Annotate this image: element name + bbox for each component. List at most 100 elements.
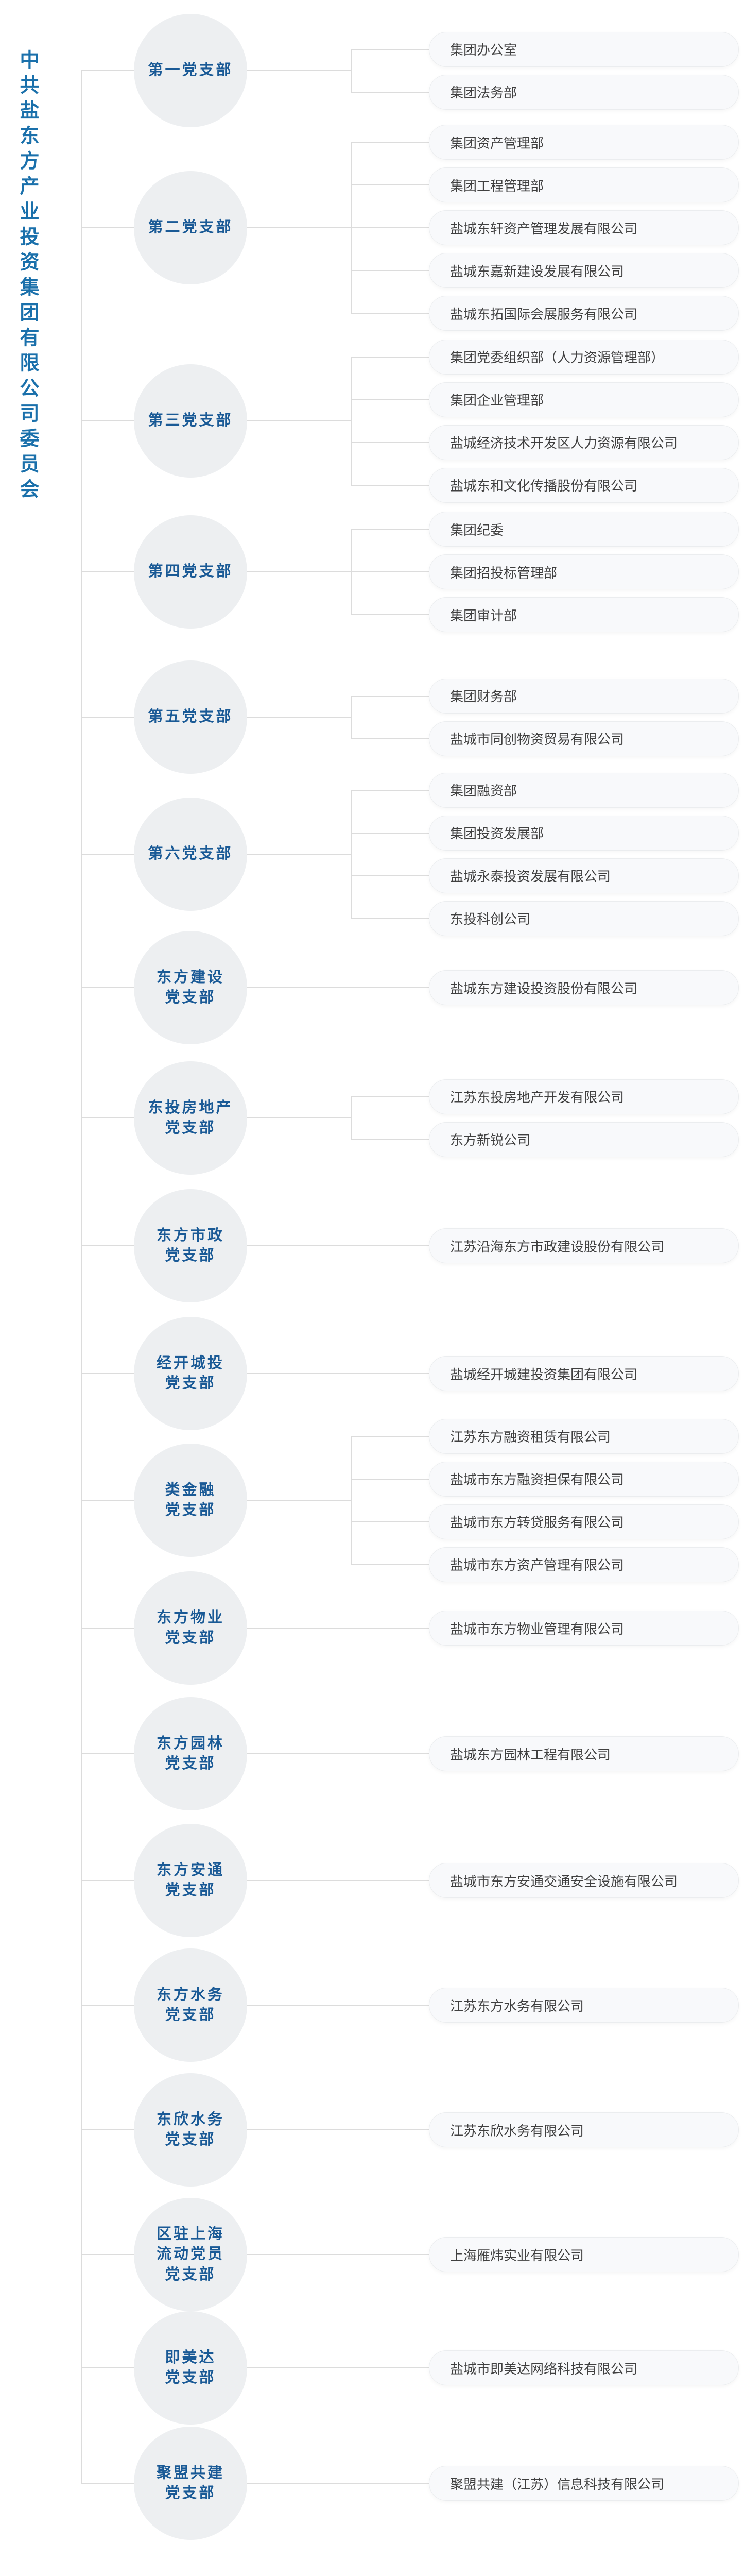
party-branch-node: 经开城投党支部 <box>134 1317 247 1430</box>
party-branch-node: 第二党支部 <box>134 171 247 284</box>
connector-stub-line <box>351 1139 430 1140</box>
connector-line <box>81 1753 430 1754</box>
unit-card: 盐城市东方物业管理有限公司 <box>429 1611 739 1646</box>
party-branch-label-line: 第四党支部 <box>148 563 233 580</box>
unit-card: 聚盟共建（江苏）信息科技有限公司 <box>429 2466 739 2501</box>
unit-card: 集团党委组织部（人力资源管理部） <box>429 339 739 375</box>
connector-stub-line <box>351 1096 430 1097</box>
unit-card: 盐城市东方安通交通安全设施有限公司 <box>429 1863 739 1898</box>
party-branch-label-line: 流动党员 <box>156 2246 224 2263</box>
party-branch-label-line: 东方安通 <box>156 1861 224 1878</box>
unit-card: 集团财务部 <box>429 678 739 714</box>
party-branch-label-line: 东方建设 <box>156 969 224 986</box>
party-branch-node: 东方建设党支部 <box>134 931 247 1044</box>
party-branch-label-line: 东方物业 <box>156 1609 224 1626</box>
unit-card: 江苏沿海东方市政建设股份有限公司 <box>429 1228 739 1263</box>
party-branch-label: 第五党支部 <box>148 707 233 727</box>
unit-card: 集团纪委 <box>429 512 739 547</box>
connector-stub-line <box>351 875 430 876</box>
unit-card: 盐城东嘉新建设发展有限公司 <box>429 253 739 288</box>
trunk-line <box>81 70 82 2484</box>
party-branch-node: 第一党支部 <box>134 14 247 127</box>
connector-stub-line <box>351 789 430 791</box>
party-branch-label-line: 党支部 <box>165 1375 216 1392</box>
unit-card: 集团审计部 <box>429 597 739 632</box>
connector-line <box>81 2129 430 2130</box>
party-branch-label-line: 党支部 <box>165 989 216 1006</box>
connector-stub-line <box>351 270 430 271</box>
party-branch-node: 第四党支部 <box>134 515 247 629</box>
party-branch-node: 东方物业党支部 <box>134 1571 247 1685</box>
connector-line <box>81 2254 430 2255</box>
connector-stub-line <box>351 356 430 358</box>
party-branch-label-line: 第一党支部 <box>148 62 233 79</box>
connector-stub-line <box>351 48 430 50</box>
party-branch-label: 第一党支部 <box>148 60 233 80</box>
connector-stub-line <box>351 484 430 486</box>
party-branch-node: 类金融党支部 <box>134 1444 247 1557</box>
connector-bracket-line <box>351 789 352 919</box>
party-branch-label: 东方市政党支部 <box>157 1226 224 1266</box>
party-branch-node: 东投房地产党支部 <box>134 1061 247 1175</box>
unit-card: 集团资产管理部 <box>429 125 739 160</box>
unit-card: 盐城东方园林工程有限公司 <box>429 1736 739 1771</box>
unit-card: 集团法务部 <box>429 74 739 110</box>
party-branch-label: 第六党支部 <box>148 844 233 864</box>
party-branch-label-line: 东投房地产 <box>148 1099 233 1116</box>
unit-card: 江苏东欣水务有限公司 <box>429 2112 739 2147</box>
party-branch-label: 东欣水务党支部 <box>157 2110 224 2150</box>
unit-card: 盐城东拓国际会展服务有限公司 <box>429 296 739 331</box>
org-title: 中共盐东方产业投资集团有限公司委员会 <box>16 49 38 504</box>
party-branch-node: 东欣水务党支部 <box>134 2073 247 2187</box>
unit-card: 盐城经开城建投资集团有限公司 <box>429 1356 739 1391</box>
connector-stub-line <box>351 184 430 185</box>
party-branch-label: 东方物业党支部 <box>157 1608 224 1648</box>
party-branch-label: 经开城投党支部 <box>157 1353 224 1394</box>
unit-card: 盐城东轩资产管理发展有限公司 <box>429 210 739 245</box>
unit-card: 东方新锐公司 <box>429 1122 739 1157</box>
party-branch-label-line: 党支部 <box>165 1247 216 1264</box>
connector-bracket-line <box>351 48 352 93</box>
connector-line <box>81 1628 430 1629</box>
connector-stub-line <box>351 738 430 739</box>
party-branch-label-line: 第五党支部 <box>148 708 233 725</box>
connector-stub-line <box>351 1478 430 1480</box>
unit-card: 集团工程管理部 <box>429 167 739 202</box>
unit-card: 江苏东方水务有限公司 <box>429 1988 739 2023</box>
party-branch-label-line: 党支部 <box>165 2007 216 2023</box>
connector-bracket-line <box>351 1096 352 1140</box>
party-branch-node: 即美达党支部 <box>134 2311 247 2425</box>
connector-bracket-line <box>351 1435 352 1565</box>
unit-card: 江苏东投房地产开发有限公司 <box>429 1079 739 1114</box>
connector-stub-line <box>351 313 430 314</box>
unit-card: 东投科创公司 <box>429 901 739 936</box>
party-branch-label: 东方水务党支部 <box>157 1985 224 2025</box>
party-branch-label-line: 党支部 <box>165 2485 216 2501</box>
connector-stub-line <box>351 1564 430 1565</box>
connector-stub-line <box>351 442 430 443</box>
party-branch-label-line: 党支部 <box>165 1755 216 1772</box>
unit-card: 集团招投标管理部 <box>429 554 739 589</box>
connector-bracket-line <box>351 695 352 739</box>
party-branch-label-line: 聚盟共建 <box>156 2464 224 2481</box>
connector-stub-line <box>351 614 430 615</box>
unit-card: 盐城经济技术开发区人力资源有限公司 <box>429 425 739 460</box>
party-branch-label-line: 党支部 <box>165 2369 216 2386</box>
unit-card: 盐城市同创物资贸易有限公司 <box>429 721 739 756</box>
party-branch-label-line: 党支部 <box>165 2266 216 2283</box>
party-branch-node: 第六党支部 <box>134 798 247 911</box>
party-branch-label-line: 东方市政 <box>156 1227 224 1244</box>
unit-card: 江苏东方融资租赁有限公司 <box>429 1418 739 1454</box>
party-branch-label: 区驻上海流动党员党支部 <box>157 2224 224 2284</box>
party-branch-label-line: 党支部 <box>165 1630 216 1646</box>
party-branch-node: 东方市政党支部 <box>134 1189 247 1302</box>
party-branch-label: 即美达党支部 <box>165 2348 216 2388</box>
party-branch-label: 聚盟共建党支部 <box>157 2463 224 2503</box>
party-branch-node: 第三党支部 <box>134 364 247 478</box>
connector-line <box>81 2483 430 2484</box>
party-branch-label-line: 东方园林 <box>156 1735 224 1752</box>
unit-card: 集团投资发展部 <box>429 815 739 851</box>
party-branch-label-line: 经开城投 <box>156 1354 224 1371</box>
party-branch-node: 东方安通党支部 <box>134 1824 247 1937</box>
